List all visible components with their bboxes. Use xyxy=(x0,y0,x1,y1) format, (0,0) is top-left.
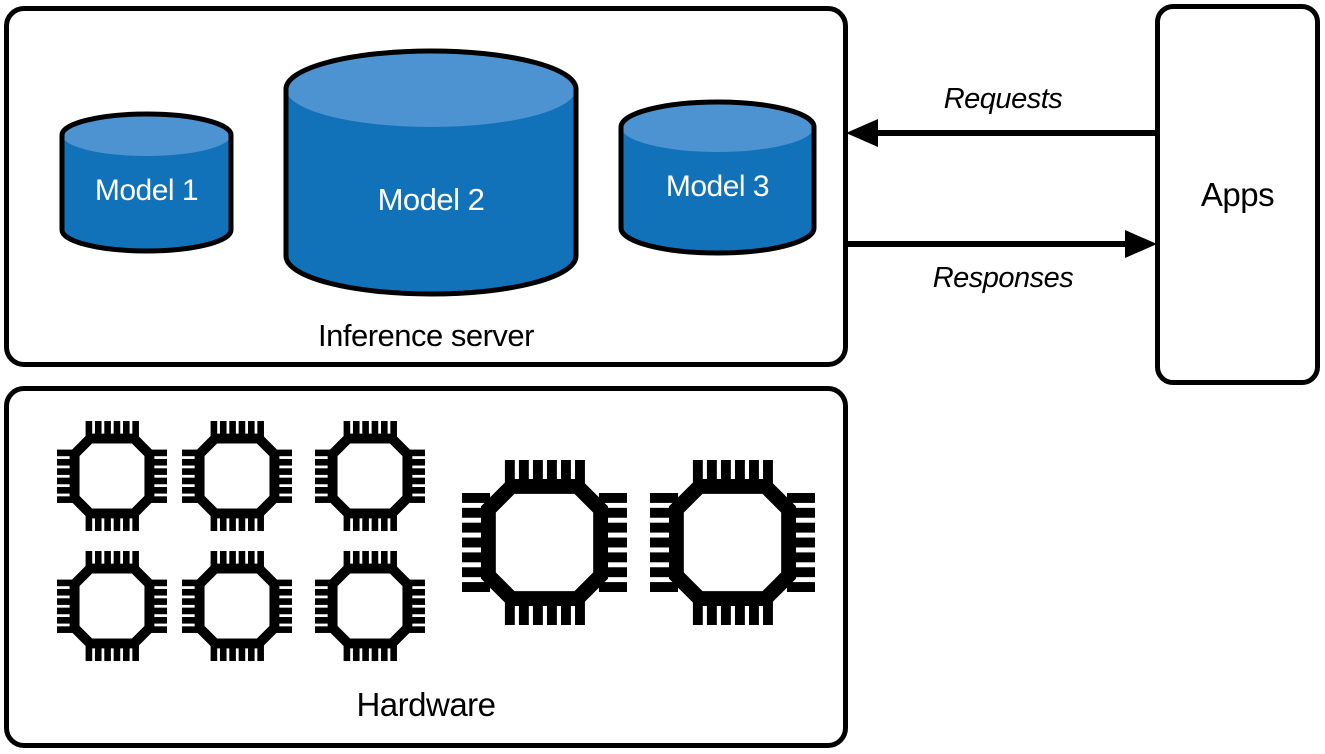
database-cylinder-icon xyxy=(283,48,579,297)
microchip-icon-large xyxy=(462,460,627,625)
responses-arrow xyxy=(848,241,1125,247)
responses-label: Responses xyxy=(932,262,1074,294)
microchip-icon-small xyxy=(56,551,168,661)
database-cylinder-icon xyxy=(618,99,817,256)
model-1-cylinder: Model 1 xyxy=(58,110,235,254)
microchip-icon-small xyxy=(181,551,293,661)
inference-server-label: Inference server xyxy=(318,318,535,353)
requests-arrowhead-icon xyxy=(846,119,878,147)
model-1-label: Model 1 xyxy=(94,173,199,207)
hardware-label: Hardware xyxy=(356,686,496,723)
microchip-icon-large xyxy=(650,460,815,625)
model-3-cylinder: Model 3 xyxy=(617,97,818,258)
cylinder-top xyxy=(286,51,576,127)
microchip-icon-small xyxy=(314,421,426,531)
microchip-icon-small xyxy=(181,421,293,531)
model-2-cylinder: Model 2 xyxy=(282,47,580,298)
inference-server-box: Model 1 Model 2 Model 3 xyxy=(4,6,848,367)
cylinder-top xyxy=(62,114,231,156)
requests-label: Requests xyxy=(943,83,1063,115)
apps-label: Apps xyxy=(1200,175,1275,213)
cylinder-outline xyxy=(283,48,579,297)
model-3-label: Model 3 xyxy=(665,170,770,204)
requests-arrow xyxy=(874,130,1157,136)
cylinder-outline xyxy=(618,99,817,256)
cylinder-outline xyxy=(59,111,234,254)
database-cylinder-icon xyxy=(59,111,234,254)
microchip-icon-small xyxy=(56,421,168,531)
cylinder-top xyxy=(621,102,814,152)
model-2-label: Model 2 xyxy=(377,182,485,218)
microchip-icon-small xyxy=(314,551,426,661)
responses-arrowhead-icon xyxy=(1125,230,1157,258)
apps-box: Apps xyxy=(1155,4,1320,385)
